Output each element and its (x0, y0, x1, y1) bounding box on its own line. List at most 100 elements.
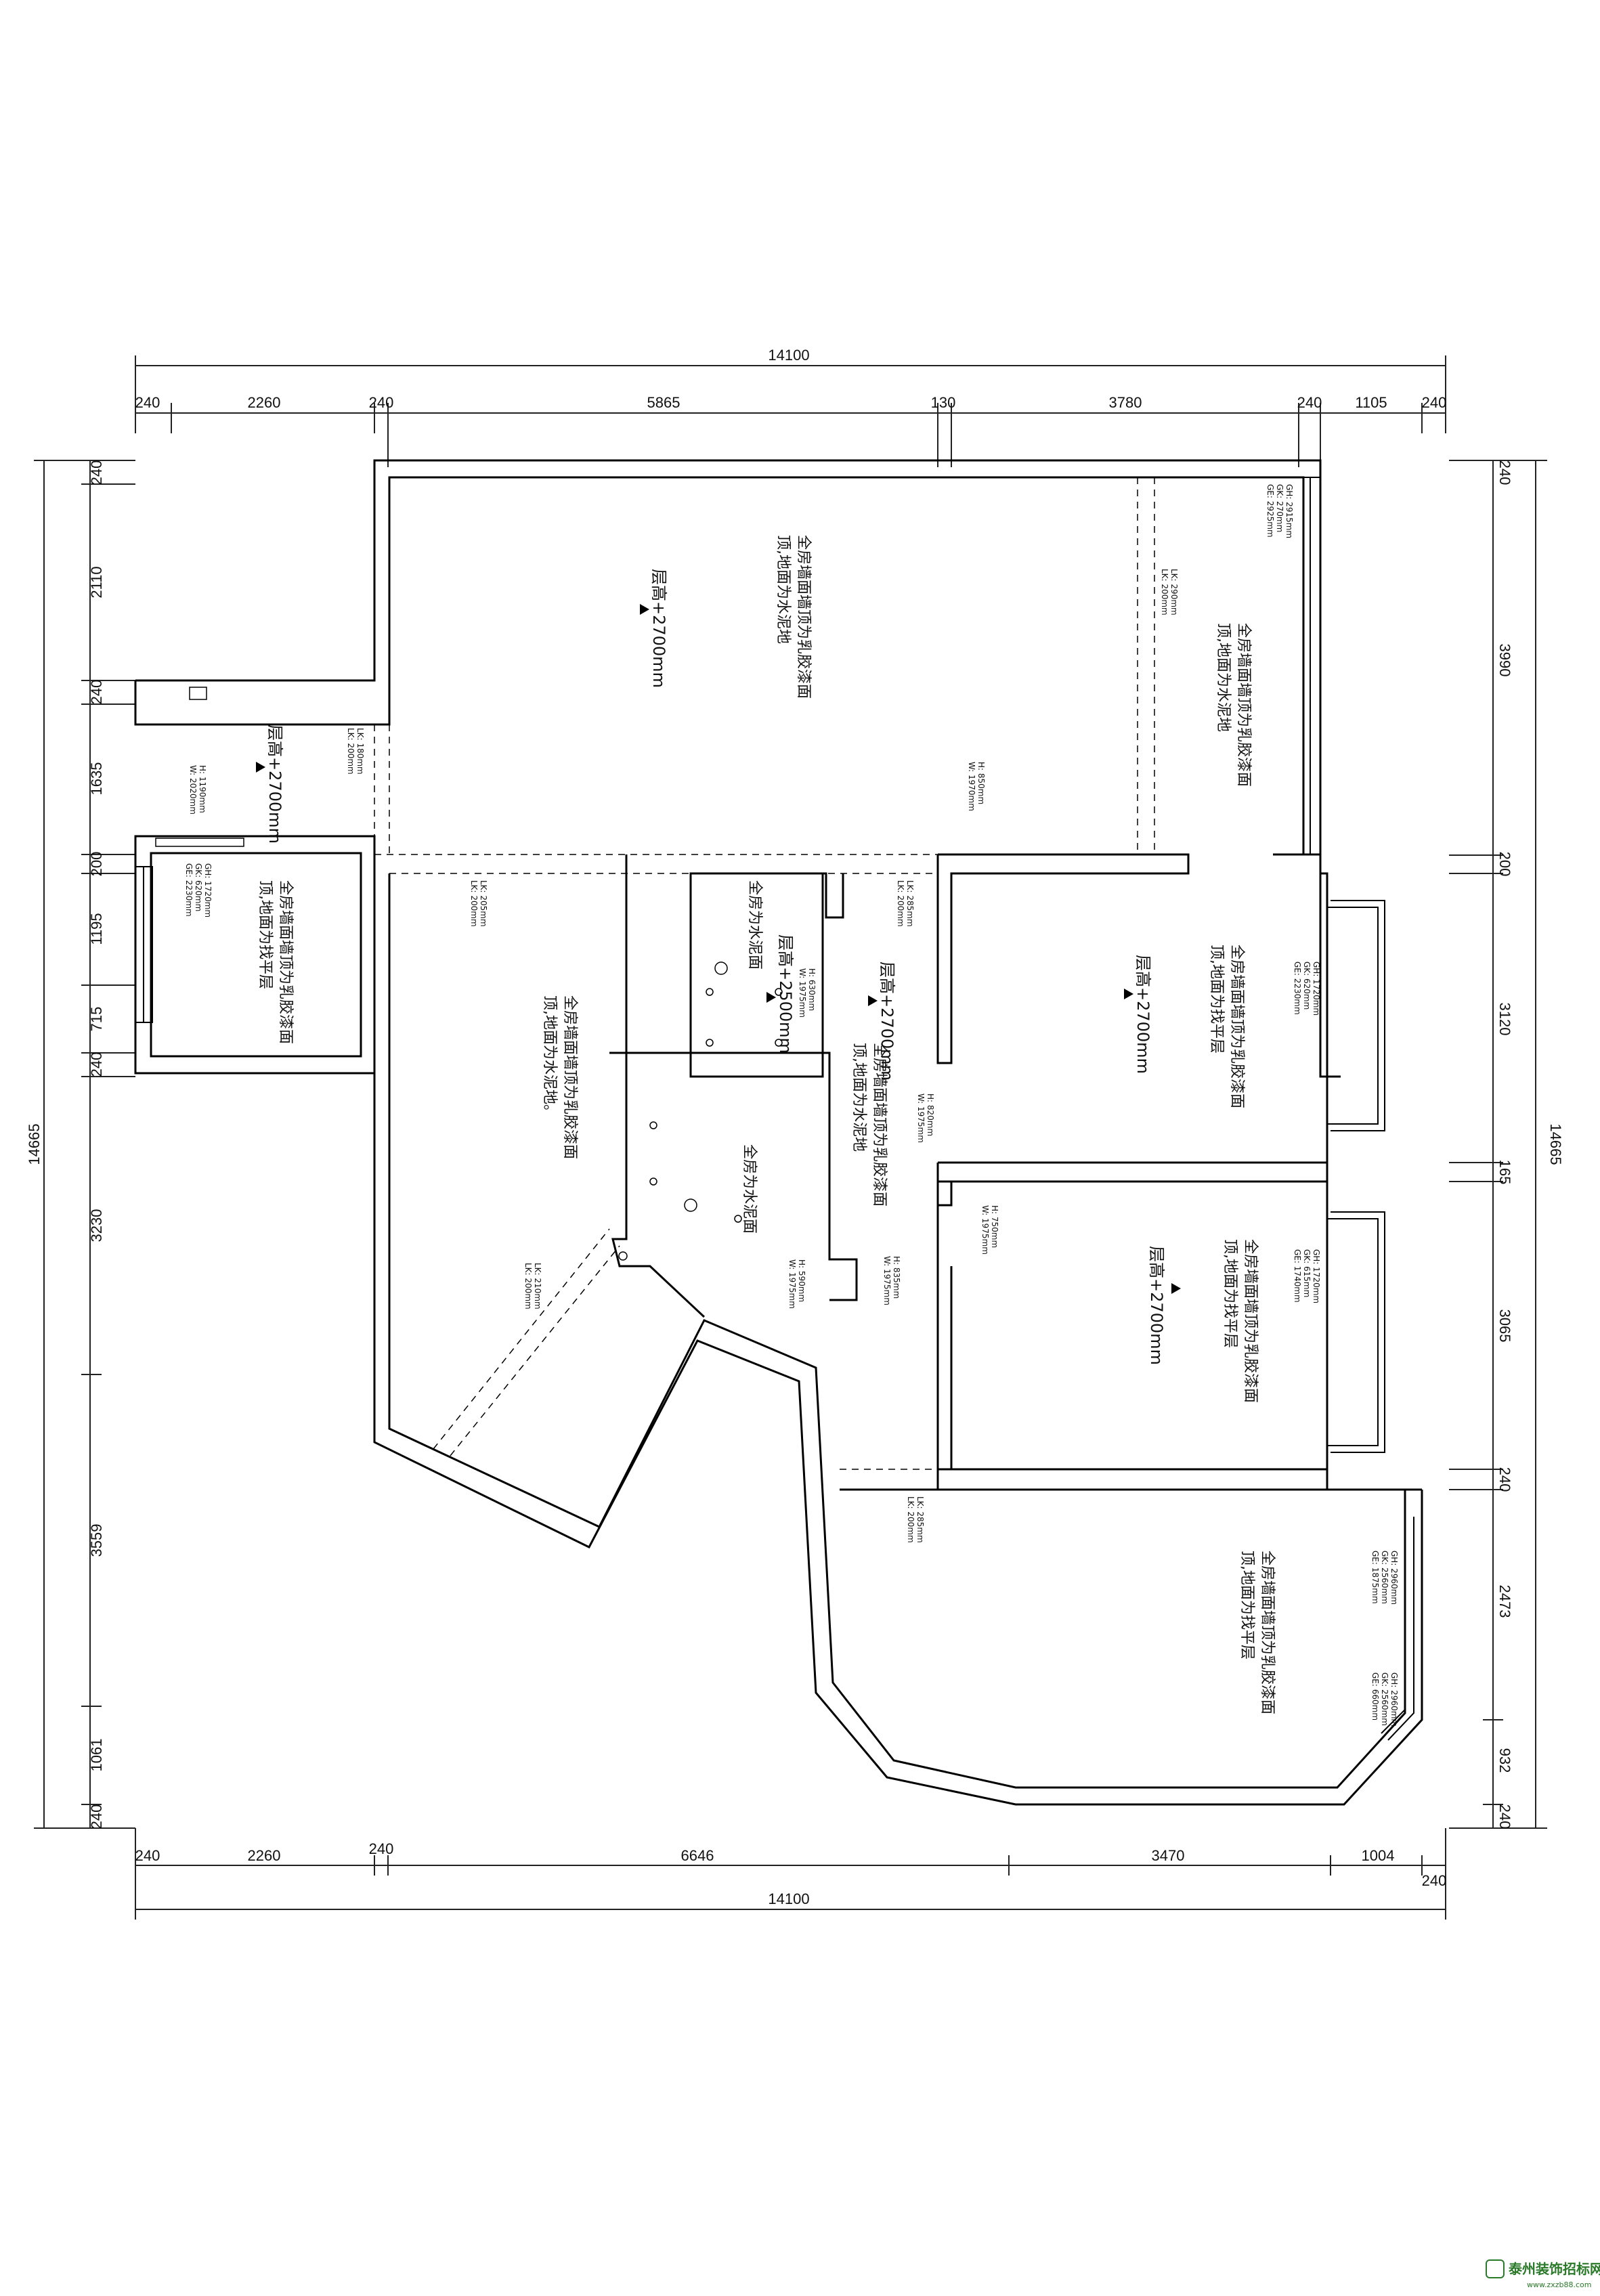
tag-leftwin-3: GE: 2230mm (184, 863, 194, 917)
tag-h-g-1: H: 590mm (797, 1259, 806, 1302)
tag-door-e-2: LK: 200mm (523, 1263, 533, 1309)
floor-drain-icon (684, 1198, 697, 1212)
left-segment-labels: 240 2110 240 1635 200 1195 715 240 3230 … (88, 460, 105, 1829)
tag-h-e-1: H: 750mm (990, 1205, 999, 1248)
watermark-url: www.zxzb88.com (1527, 2280, 1592, 2289)
tag-door-c-2: LK: 200mm (896, 880, 905, 927)
left-small-room-outer (134, 835, 376, 1075)
tag-h-a-1: H: 1190mm (198, 765, 207, 813)
right-seg-1: 3990 (1496, 644, 1513, 677)
top-seg-6: 3780 (1109, 394, 1142, 411)
note-bottomroom-wall: 全房墙面墙顶为乳胶漆面 (1259, 1551, 1276, 1714)
level-triangle-icon (766, 992, 776, 1003)
bottom-seg-1: 240 (135, 1847, 160, 1864)
room-notes: 全房墙面墙顶为乳胶漆面 顶,地面为水泥地 全房墙面墙顶为乳胶漆面 顶,地面为水泥… (257, 535, 1276, 1714)
note-living-floor: 顶,地面为水泥地。 (541, 995, 558, 1119)
meter-box-icon (189, 687, 207, 700)
floor-drain-icon (714, 961, 728, 975)
note-bedlow-wall: 全房墙面墙顶为乳胶漆面 (1242, 1239, 1259, 1403)
note-bedlow-floor: 顶,地面为找平层 (1221, 1239, 1238, 1348)
bedroom-mid-wall (936, 853, 1190, 1064)
tag-win-e-2: GK: 2560mm (1380, 1672, 1389, 1726)
outer-wall-top-left (135, 459, 1341, 1078)
tag-win-d-1: GH: 2960mm (1389, 1551, 1399, 1605)
top-seg-7: 240 (1297, 394, 1322, 411)
note-living-wall: 全房墙面墙顶为乳胶漆面 (561, 995, 578, 1159)
pipe-icon (706, 1039, 714, 1047)
level-triangle-icon (1171, 1283, 1181, 1294)
bathroom-wall (691, 872, 844, 919)
tag-h-d-2: W: 1975mm (916, 1093, 926, 1143)
note-bath: 全房为水泥面 (746, 880, 763, 970)
tag-win-a-1: GH: 2915mm (1284, 484, 1294, 538)
bottom-seg-2: 2260 (248, 1847, 281, 1864)
bottom-seg-4: 6646 (681, 1847, 714, 1864)
left-seg-8: 3230 (88, 1209, 105, 1242)
tag-win-a-3: GE: 2925mm (1266, 484, 1275, 538)
right-seg-9: 240 (1496, 1804, 1513, 1829)
pipe-icon (649, 1177, 657, 1186)
fixtures (155, 687, 783, 1261)
top-dimension-chain (135, 355, 1446, 467)
note-bedmid-wall: 全房墙面墙顶为乳胶漆面 (1228, 945, 1245, 1108)
tag-win-a-2: GK: 270mm (1275, 484, 1284, 532)
level-bed-mid: 层高+2700mm (1133, 955, 1152, 1074)
note-topright-floor: 顶,地面为水泥地 (1215, 623, 1232, 732)
right-seg-7: 2473 (1496, 1585, 1513, 1618)
corridor-wall-a (611, 854, 706, 1318)
left-seg-11: 240 (88, 1804, 105, 1829)
watermark-brand: 泰州装饰招标网 (1508, 2261, 1600, 2277)
bedroom-low-wall (936, 1161, 1328, 1207)
left-small-room-inner (150, 852, 362, 1058)
left-notch-wall (134, 680, 151, 726)
tag-win-e-1: GH: 2960mm (1389, 1672, 1399, 1727)
tag-win-c-2: GK: 615mm (1302, 1249, 1312, 1297)
utility-wall (609, 1052, 858, 1301)
tag-door-a-2: LK: 200mm (346, 728, 355, 775)
right-seg-4: 165 (1496, 1160, 1513, 1185)
living-left-wall (373, 1073, 1423, 1806)
left-seg-9: 3559 (88, 1524, 105, 1557)
living-left-wall-inner (388, 873, 1406, 1789)
level-bath: 层高+2500mm (776, 934, 795, 1054)
tag-win-c-3: GE: 1740mm (1293, 1249, 1302, 1303)
note-corridor-wall: 全房墙面墙顶为乳胶漆面 (871, 1043, 888, 1207)
door-opening-lines (374, 477, 1155, 1490)
tag-win-b-1: GH: 1720mm (1312, 961, 1321, 1016)
level-living: 层高+2700mm (265, 724, 284, 844)
right-seg-5: 3065 (1496, 1309, 1513, 1343)
bedroom-low-inner (936, 1290, 1327, 1491)
bottom-segment-labels: 240 2260 240 6646 3470 1004 (135, 1840, 1395, 1864)
level-marks: 层高+2700mm 层高+2700mm 层高+2700mm 层高+2500mm … (256, 569, 1181, 1365)
left-seg-6: 715 (88, 1007, 105, 1032)
tag-win-c-1: GH: 1720mm (1312, 1249, 1321, 1303)
tag-leftwin-2: GK: 620mm (194, 863, 203, 911)
inner-wall-top-left (151, 476, 1305, 854)
note-utility: 全房为水泥面 (741, 1144, 758, 1234)
tag-h-f-2: W: 1975mm (882, 1256, 892, 1305)
top-seg-1: 240 (135, 394, 160, 411)
bottom-seg-6: 1004 (1362, 1847, 1395, 1864)
pipe-icon (706, 988, 714, 996)
tag-win-d-3: GE: 1875mm (1370, 1551, 1380, 1604)
left-total-dim: 14665 (26, 1123, 43, 1165)
note-bedmid-floor: 顶,地面为找平层 (1208, 945, 1225, 1054)
level-triangle-icon (640, 604, 649, 615)
top-seg-2: 2260 (248, 394, 281, 411)
right-seg-2: 200 (1496, 852, 1513, 877)
bottom-total-dim: 14100 (768, 1890, 809, 1907)
left-seg-2: 240 (88, 680, 105, 705)
bedroom-mid-right (1273, 853, 1328, 1183)
top-seg-5: 130 (931, 394, 956, 411)
right-seg-3: 3120 (1496, 1003, 1513, 1036)
bay-window-low (1327, 1218, 1379, 1446)
right-seg-0: 240 (1496, 460, 1513, 485)
top-seg-8: 1105 (1355, 394, 1387, 411)
left-dimension-chain (34, 460, 135, 1829)
tag-h-c-2: W: 1975mm (798, 968, 807, 1018)
right-seg-6: 240 (1496, 1467, 1513, 1492)
tag-door-d-1: LK: 205mm (479, 880, 488, 927)
level-corridor: 层高+2700mm (878, 961, 896, 1081)
tag-door-f-2: LK: 200mm (906, 1496, 915, 1543)
